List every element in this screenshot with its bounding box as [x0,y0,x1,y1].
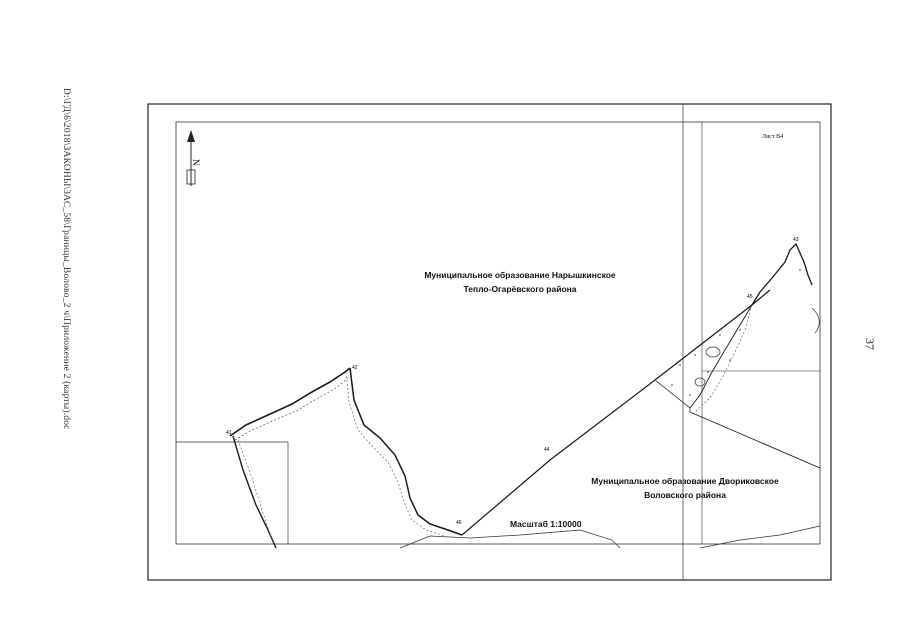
point-label: 44 [544,447,550,453]
inner-frame [175,121,821,545]
municipality-north-line1: Муниципальное образование Нарышкинское [424,270,616,280]
north-arrow-letter: N [191,159,201,166]
municipality-north-line2: Тепло-Огарёвского района [463,284,577,294]
sheet-label: Лист В4 [762,134,784,140]
north-arrow-icon [186,130,196,186]
river-east-bank [349,367,463,536]
point-label: 45 [747,294,753,300]
boundary-southeast [689,411,821,469]
area-boundary-triangle [654,379,691,412]
scale-label: Масштаб 1:10000 [510,519,582,529]
point-label: 43 [793,237,799,243]
municipality-south-line1: Муниципальное образование Двориковское [591,476,779,486]
point-label: 41 [226,430,232,436]
river-west-boundary [229,367,351,437]
municipality-north-label: Муниципальное образование Нарышкинское Т… [415,268,625,296]
point-label: 42 [352,365,358,371]
boundary-northeast [751,242,813,306]
outer-frame [147,103,832,581]
stream-bottom [399,529,621,549]
point-label: 46 [456,520,462,526]
municipality-south-label: Муниципальное образование Двориковское В… [575,474,795,502]
boundary-line-west [232,435,277,549]
municipality-south-line2: Воловского района [644,490,726,500]
